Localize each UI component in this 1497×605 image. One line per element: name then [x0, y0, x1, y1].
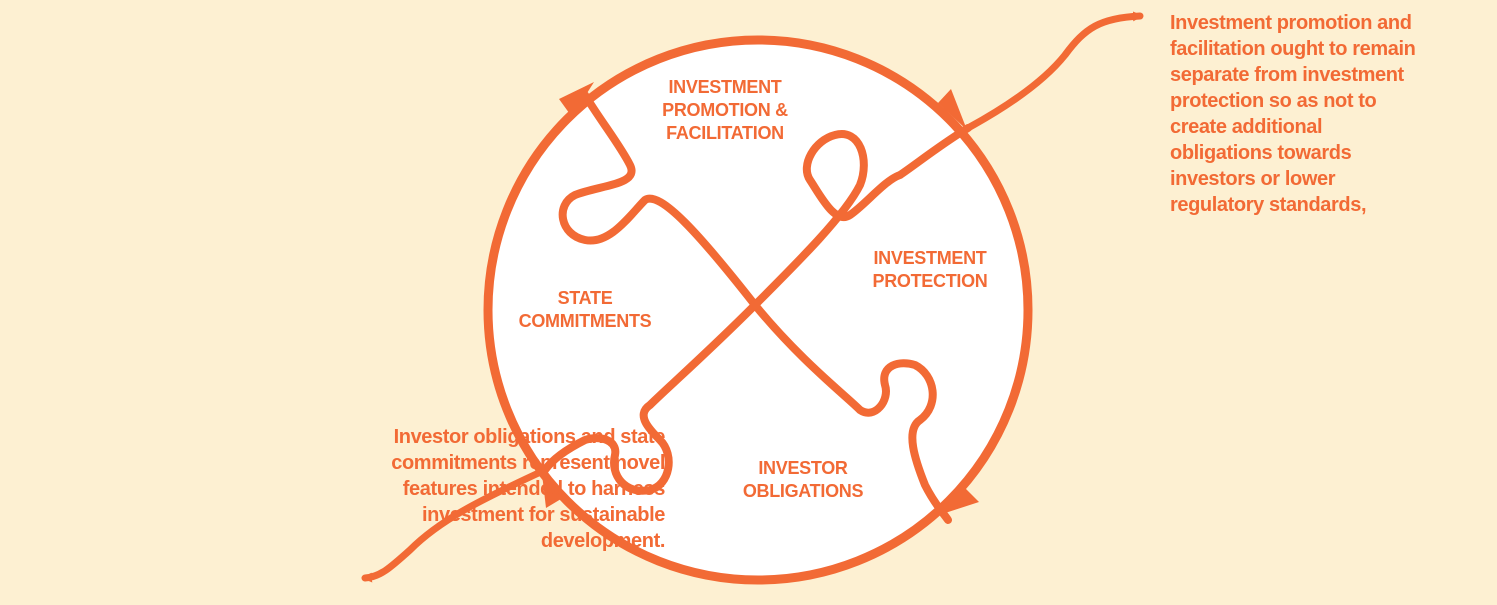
arrow-to-right-note — [964, 11, 1144, 132]
puzzle-edge-diagonal-b — [541, 124, 972, 495]
segment-label-investor-obligations: INVESTOR OBLIGATIONS — [742, 458, 864, 501]
puzzle-edge-diagonal-a — [558, 91, 952, 524]
segment-label-promotion: INVESTMENT PROMOTION & FACILITATION — [662, 77, 788, 143]
cycle-arrowhead-top-right — [938, 89, 967, 130]
segment-label-protection: INVESTMENT PROTECTION — [872, 248, 988, 291]
cycle-arrowhead-bottom-right — [939, 488, 979, 515]
note-left: Investor obligations and state commitmen… — [391, 426, 665, 552]
cycle-arrowhead-bottom-left — [542, 474, 566, 508]
segment-label-state-commitments: STATE COMMITMENTS — [518, 288, 652, 331]
note-right: Investment promotion and facilitation ou… — [1170, 12, 1416, 216]
cycle-arrowhead-top-left — [559, 82, 594, 117]
arrow-to-left-note — [361, 466, 549, 583]
